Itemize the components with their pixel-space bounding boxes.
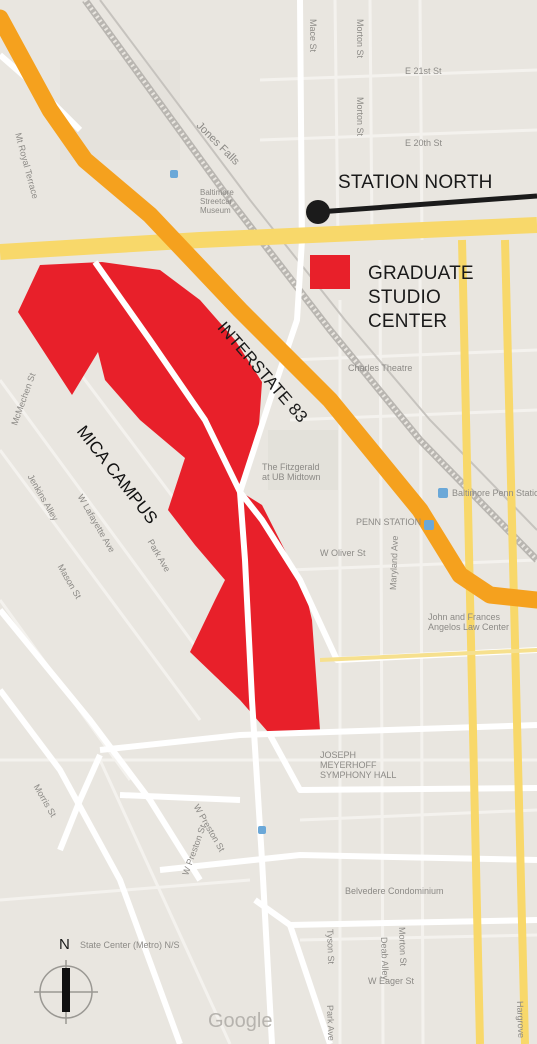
poi-label-baltimore-penn-station: Baltimore Penn Station [452,488,537,498]
street-label-maryland-ave: Maryland Ave [388,535,400,591]
street-label-morton: Morton St [355,19,365,59]
poi-label-fitzgerald: The Fitzgerald at UB Midtown [262,462,321,482]
street-label-morton-3: Morton St [397,926,409,967]
poi-label-meyerhoff: JOSEPH MEYERHOFF SYMPHONY HALL [320,750,397,780]
station-north-marker[interactable] [306,193,537,224]
street-label-tyson: Tyson St [325,928,337,965]
street-label-park-ave-2: Park Ave [325,1004,337,1042]
street-label-w-oliver: W Oliver St [320,548,366,558]
street-label-hargrove: Hargrove [515,1000,527,1039]
google-watermark: Google [208,1010,273,1032]
poi-label-streetcar-museum: Baltimore Streetcar Museum [200,188,234,215]
poi-label-state-center: State Center (Metro) N/S [80,940,180,950]
street-label-w-eager: W Eager St [368,976,415,986]
poi-markers [170,170,448,834]
graduate-label-line-2: STUDIO [368,287,441,308]
poi-label-charles-theatre: Charles Theatre [348,363,413,373]
poi-label-law-center: John and Frances Angelos Law Center [428,612,510,632]
graduate-label-line-3: CENTER [368,311,448,332]
street-label-e21st: E 21st St [405,66,442,76]
graduate-label-line-1: GRADUATE [368,263,474,284]
interstate-83-route [0,9,537,609]
compass-north-label: N [59,936,70,953]
yellow-routes [0,217,537,1044]
street-label-deab-alley: Deab Alley [379,936,391,981]
graduate-studio-center-marker[interactable] [310,255,350,289]
compass-icon [34,960,98,1024]
poi-label-penn-station: PENN STATION [356,517,422,527]
station-north-label: STATION NORTH [338,172,493,193]
block-area [268,430,338,490]
street-label-e20th: E 20th St [405,138,443,148]
mica-campus-area [18,262,320,732]
street-label-morton: Morton St [355,97,365,137]
poi-label-belvedere: Belvedere Condominium [345,886,444,896]
graduate-studio-center-label: GRADUATE STUDIO CENTER [368,262,474,334]
street-label-mace: Mace St [308,19,318,53]
